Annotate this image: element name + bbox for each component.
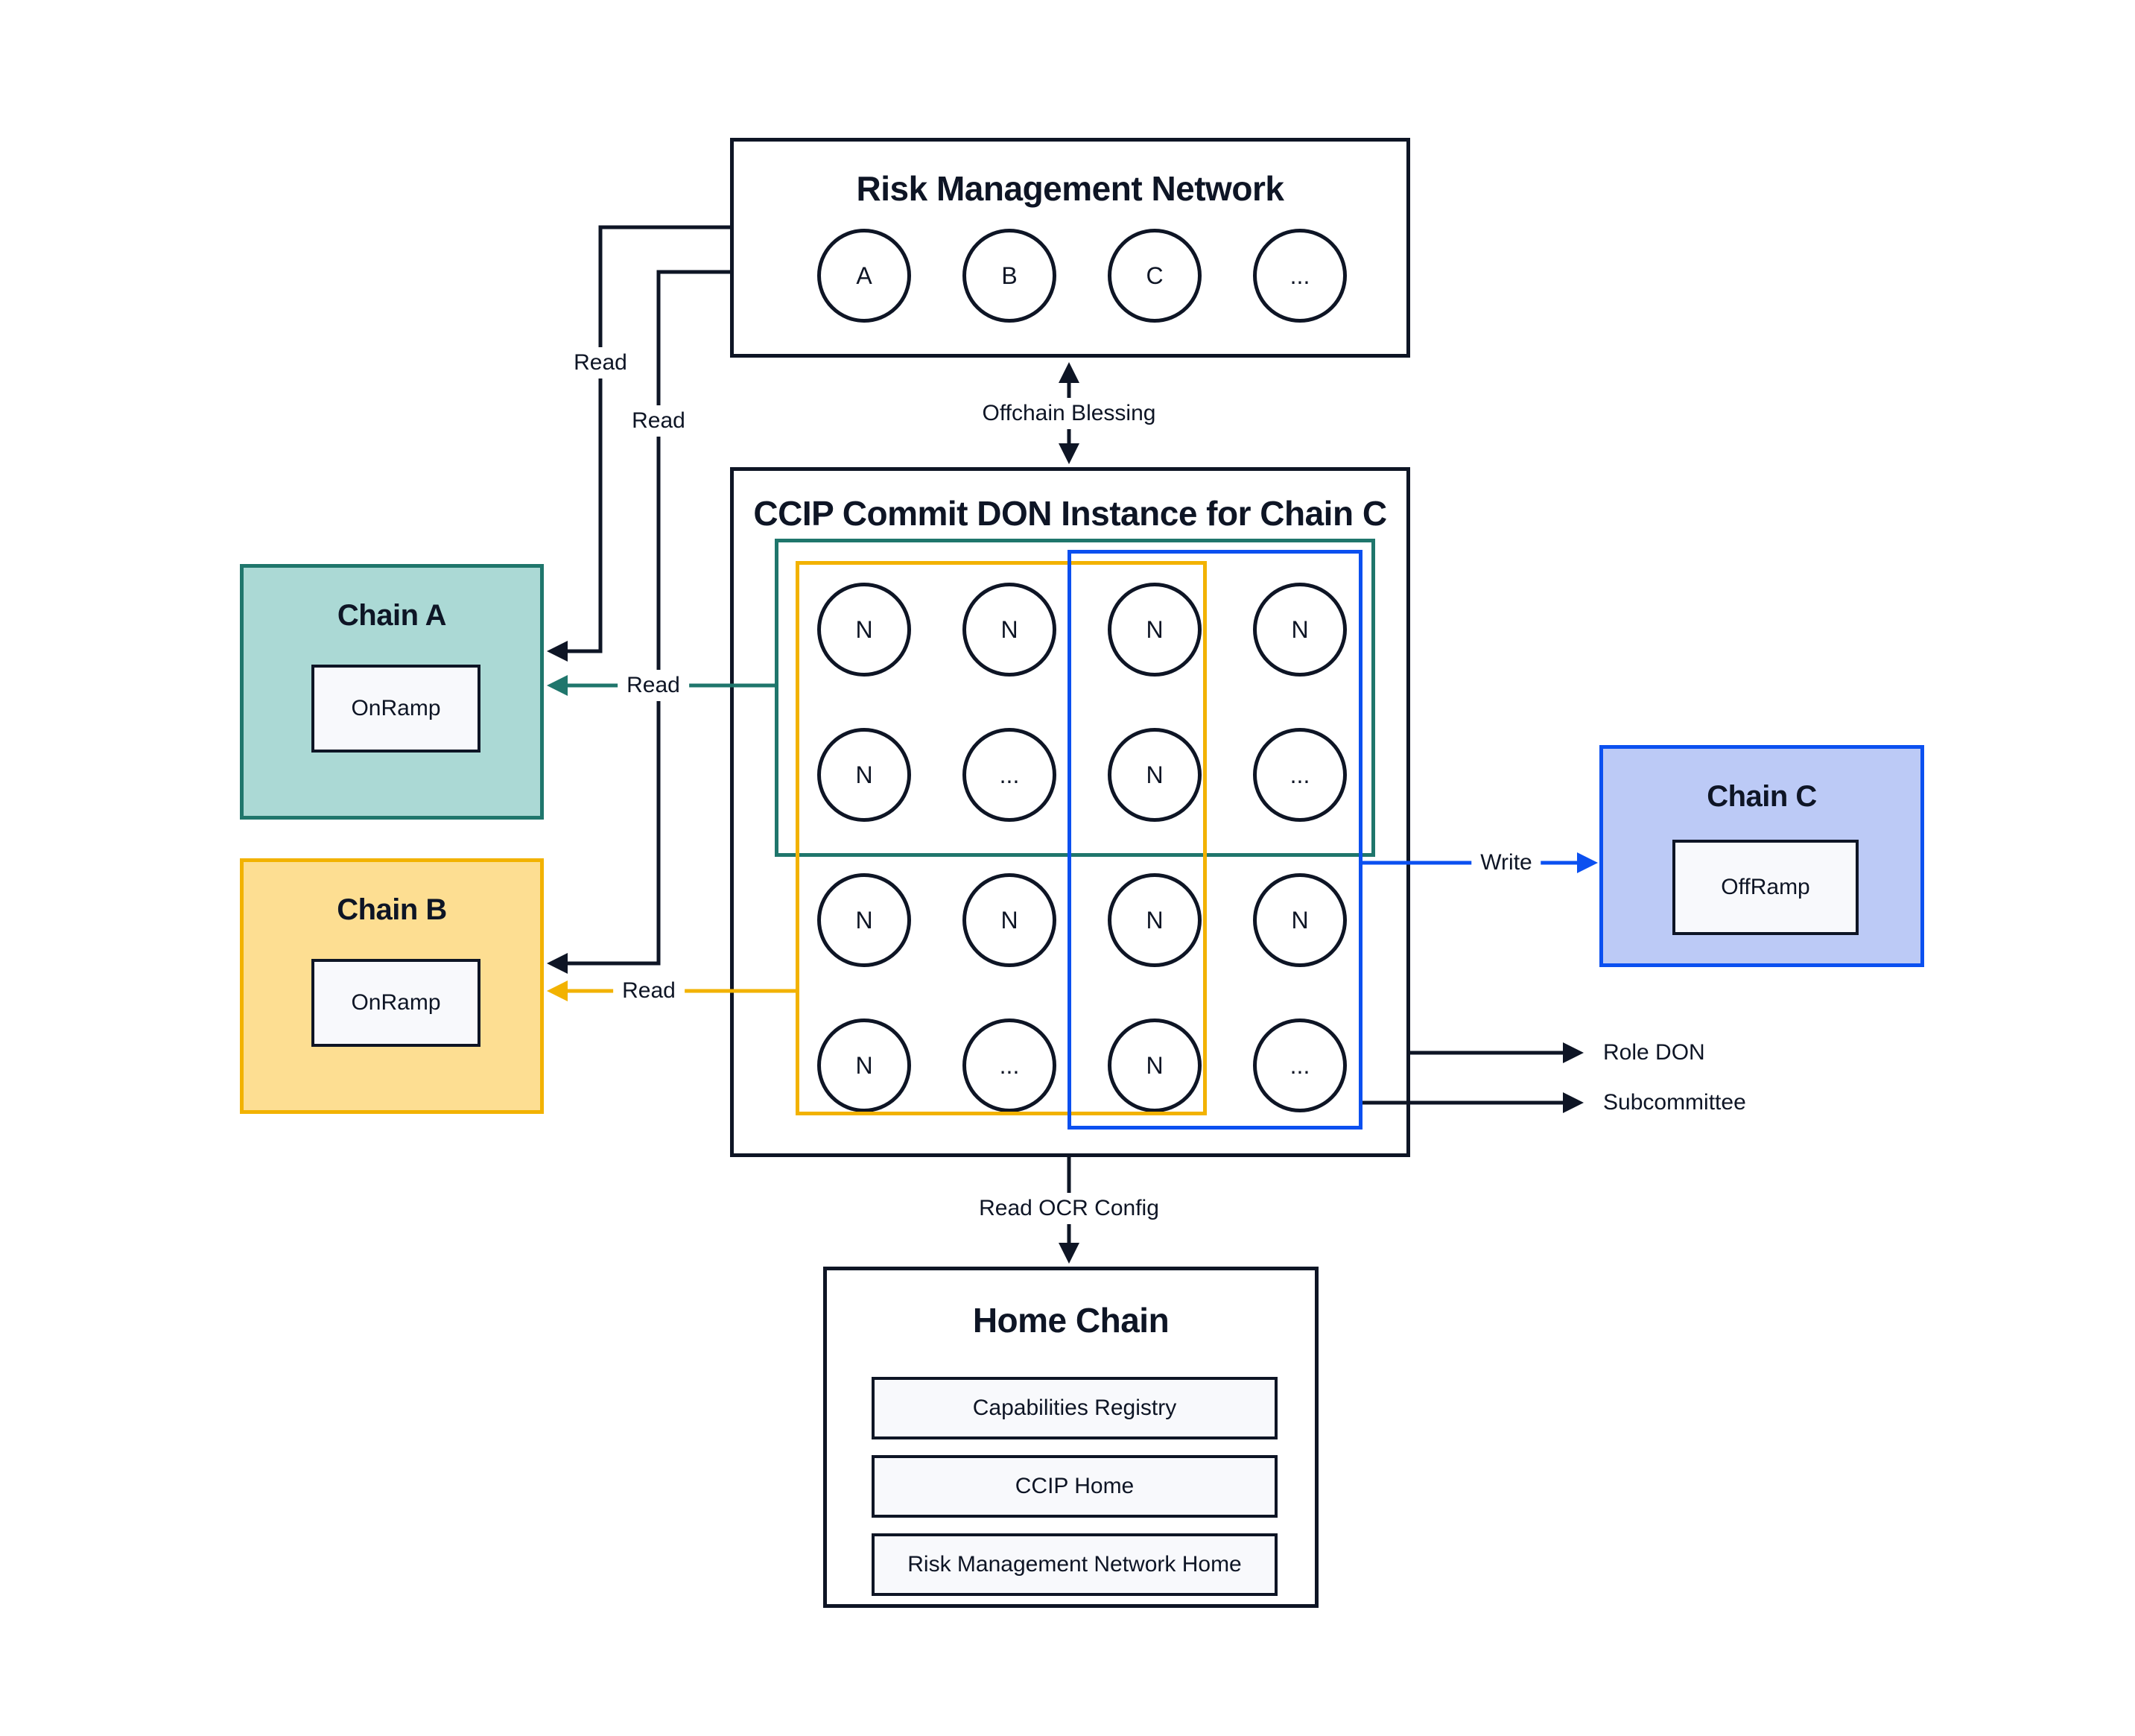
rmn-blessing-subset-rect	[775, 539, 1375, 857]
rmn-home-panel: Risk Management Network Home	[872, 1533, 1278, 1596]
chain-c-subset-rect	[1068, 550, 1362, 1130]
home-chain-box: Home Chain Capabilities Registry CCIP Ho…	[823, 1267, 1319, 1608]
arrowhead-chain-c-blue	[1577, 852, 1598, 873]
don-node: N	[817, 873, 911, 967]
don-node: ...	[1253, 728, 1347, 822]
rmn-node: C	[1108, 229, 1202, 323]
risk-management-network-title: Risk Management Network	[856, 169, 1284, 208]
chain-c-title: Chain C	[1707, 780, 1817, 813]
write-label: Write	[1471, 847, 1541, 878]
don-node: N	[1108, 583, 1202, 677]
don-node: N	[817, 1019, 911, 1112]
arrowhead-chain-a-teal	[547, 675, 568, 696]
chain-c-offramp: OffRamp	[1672, 840, 1859, 935]
rmn-node: B	[962, 229, 1056, 323]
arrowhead-read-ocr	[1059, 1243, 1079, 1264]
arrowhead-offchain-down	[1059, 443, 1079, 464]
home-chain-title: Home Chain	[972, 1301, 1170, 1340]
chain-b-onramp: OnRamp	[311, 959, 480, 1047]
arrowhead-chain-a-black	[547, 641, 568, 662]
don-node: ...	[962, 1019, 1056, 1112]
don-node: N	[817, 583, 911, 677]
don-node: ...	[1253, 1019, 1347, 1112]
arrowhead-chain-b-amber	[547, 981, 568, 1001]
chain-a-onramp: OnRamp	[311, 665, 480, 753]
offchain-blessing-label: Offchain Blessing	[973, 398, 1165, 429]
chain-b-subset-rect	[796, 561, 1207, 1115]
rmn-read-chain-b-line	[568, 270, 730, 966]
don-node: N	[1253, 583, 1347, 677]
chain-c-box: Chain C OffRamp	[1599, 745, 1924, 967]
arrowhead-offchain-up	[1059, 362, 1079, 383]
arrowhead-role-don	[1563, 1042, 1584, 1063]
arrowhead-chain-b-black	[547, 953, 568, 974]
rmn-node: A	[817, 229, 911, 323]
don-node: N	[1108, 728, 1202, 822]
arrowhead-subcommittee	[1563, 1092, 1584, 1113]
read-label-don-chain-a: Read	[618, 670, 689, 701]
ccip-commit-don-box: CCIP Commit DON Instance for Chain C N N…	[730, 467, 1410, 1157]
don-node: ...	[962, 728, 1056, 822]
subcommittee-label: Subcommittee	[1603, 1087, 1746, 1118]
don-node: N	[1253, 873, 1347, 967]
chain-a-box: Chain A OnRamp	[240, 564, 544, 820]
read-ocr-config-label: Read OCR Config	[970, 1193, 1168, 1224]
ccip-home-panel: CCIP Home	[872, 1455, 1278, 1518]
don-node: N	[1108, 1019, 1202, 1112]
rmn-node-grid: A B C ...	[817, 229, 1347, 323]
don-node: N	[1108, 873, 1202, 967]
rmn-node: ...	[1253, 229, 1347, 323]
read-label-rmn-chain-a: Read	[565, 347, 636, 378]
read-label-rmn-chain-b: Read	[623, 405, 694, 437]
role-don-label: Role DON	[1603, 1037, 1705, 1068]
chain-b-title: Chain B	[337, 893, 447, 926]
rmn-read-chain-a-line	[568, 225, 730, 653]
don-node: N	[962, 873, 1056, 967]
don-node-grid: N N N N N ... N ... N N N N N ... N ...	[817, 583, 1347, 1112]
ccip-commit-don-title: CCIP Commit DON Instance for Chain C	[753, 494, 1387, 533]
risk-management-network-box: Risk Management Network A B C ...	[730, 138, 1410, 358]
don-node: N	[962, 583, 1056, 677]
capabilities-registry-panel: Capabilities Registry	[872, 1377, 1278, 1439]
chain-b-box: Chain B OnRamp	[240, 858, 544, 1114]
don-node: N	[817, 728, 911, 822]
read-label-don-chain-b: Read	[613, 975, 685, 1007]
chain-a-title: Chain A	[337, 599, 447, 632]
